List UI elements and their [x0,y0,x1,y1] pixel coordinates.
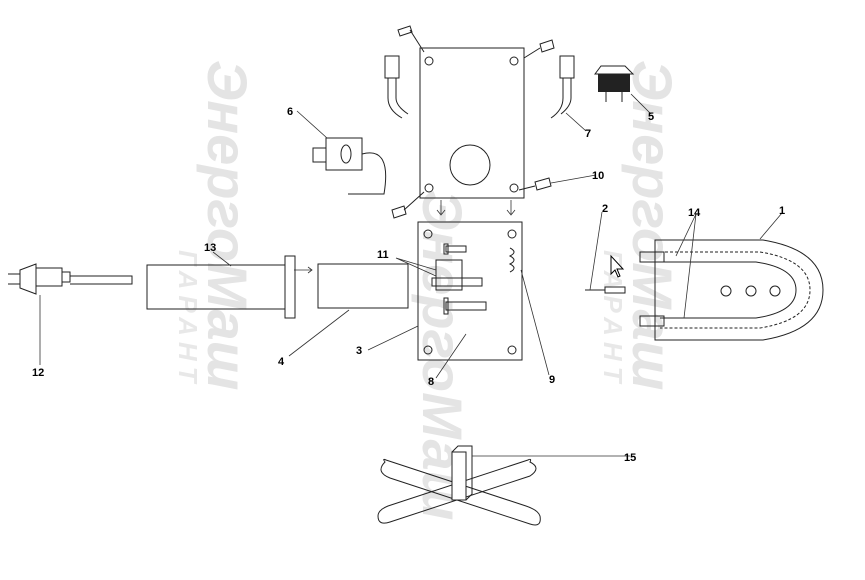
handle-13 [146,255,296,319]
leader-lines [39,93,783,457]
sensor-2 [585,286,626,294]
callout-4: 4 [278,356,285,368]
plug-12 [8,263,133,295]
wire-7 [550,55,575,119]
tube-4 [294,263,409,309]
callout-7: 7 [585,128,591,140]
callout-13: 13 [204,242,216,254]
callout-1: 1 [779,205,785,217]
callout-10: 10 [592,170,604,182]
callout-3: 3 [356,345,362,357]
callout-11: 11 [377,249,389,261]
callout-12: 12 [32,367,44,379]
callout-14: 14 [688,207,701,219]
callout-15: 15 [624,452,636,464]
callout-9: 9 [549,374,555,386]
top-plate [419,47,525,216]
callout-2: 2 [602,203,608,215]
callouts: 1 2 3 4 5 6 7 8 9 10 11 12 13 14 15 [32,106,785,464]
switch-5 [594,65,635,102]
callout-5: 5 [648,111,654,123]
thermostat-6 [312,137,387,195]
screws [391,25,555,219]
callout-6: 6 [287,106,293,118]
stand-15 [377,445,541,526]
mouse-cursor-icon [610,254,625,278]
bottom-plate-8 [417,221,523,361]
callout-8: 8 [428,376,434,388]
blade-1 [639,239,824,341]
wire-left [384,55,409,119]
